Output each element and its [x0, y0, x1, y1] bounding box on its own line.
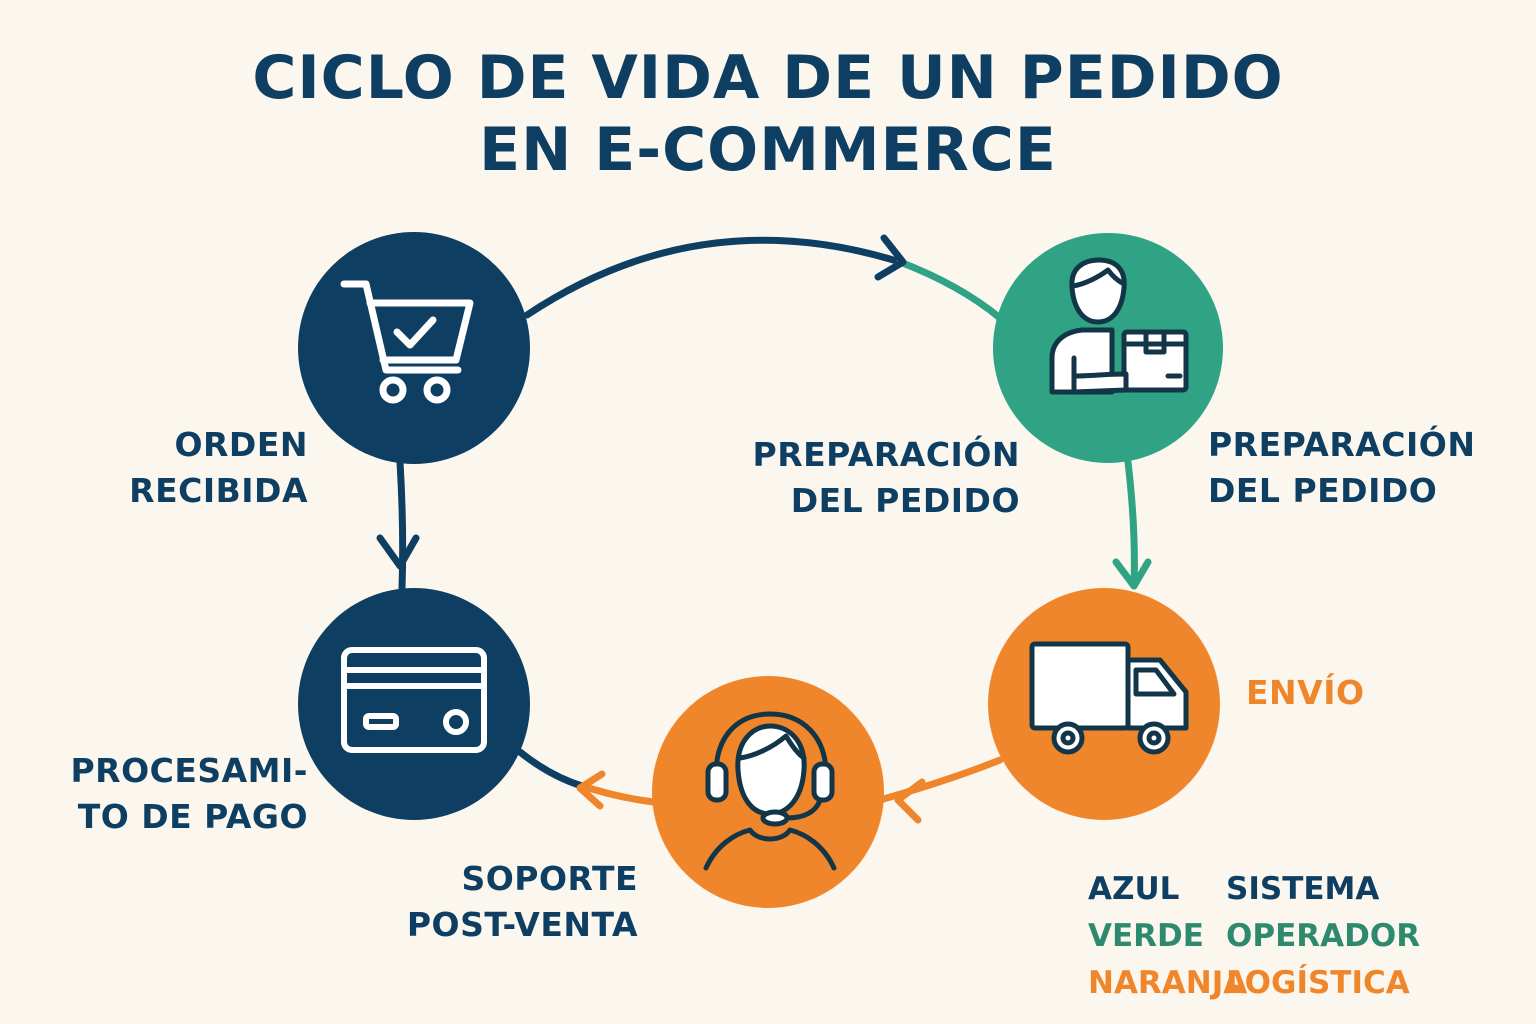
arrow-order-to-preparation — [523, 236, 904, 319]
node-order-preparation — [993, 233, 1223, 463]
node-post-sale-support — [652, 676, 884, 908]
arrow-preparation-to-shipping — [1124, 458, 1138, 590]
legend-row-logistics: NARANJA LOGÍSTICA — [1088, 965, 1410, 1001]
arrow-head-support-to-payment — [576, 770, 606, 810]
title-line-2: EN E-COMMERCE — [479, 115, 1057, 185]
headset-agent-icon — [703, 711, 837, 871]
arrow-head-order-to-payment — [376, 534, 420, 570]
arrow-head-preparation-to-shipping — [1112, 558, 1152, 590]
label-payment-processing: PROCESAMI- TO DE PAGO — [70, 751, 308, 836]
credit-card-icon — [341, 647, 487, 753]
arrow-shipping-to-support — [876, 756, 1004, 804]
label-order-received: ORDEN RECIBIDA — [129, 425, 308, 510]
delivery-truck-icon — [1029, 641, 1189, 755]
legend-row-operator: VERDE OPERADOR — [1088, 918, 1421, 954]
arrow-tail-preparation — [896, 258, 1004, 322]
label-shipping: ENVÍO — [1246, 673, 1365, 712]
arrow-order-to-payment — [396, 458, 407, 592]
shopping-cart-check-icon — [340, 280, 474, 404]
color-legend: AZUL SISTEMA VERDE OPERADOR NARANJA LOGÍ… — [1088, 866, 1420, 1007]
label-order-preparation: PREPARACIÓN DEL PEDIDO — [1208, 425, 1476, 510]
worker-with-box-icon — [1049, 257, 1189, 395]
arrow-tail-payment — [516, 748, 586, 790]
legend-row-system: AZUL SISTEMA — [1088, 871, 1380, 907]
node-payment-processing — [298, 588, 530, 820]
label-preparation-left: PREPARACIÓN DEL PEDIDO — [752, 435, 1020, 520]
node-order-received — [298, 232, 530, 464]
arrow-head-order-to-preparation — [874, 234, 907, 281]
title-line-1: CICLO DE VIDA DE UN PEDIDO — [252, 43, 1284, 113]
diagram-title: CICLO DE VIDA DE UN PEDIDO EN E-COMMERCE — [0, 42, 1536, 186]
node-shipping — [988, 588, 1220, 820]
label-post-sale-support: SOPORTE POST-VENTA — [406, 859, 638, 944]
arrow-support-to-payment — [578, 782, 658, 806]
arrow-head-shipping-to-support — [894, 778, 926, 824]
